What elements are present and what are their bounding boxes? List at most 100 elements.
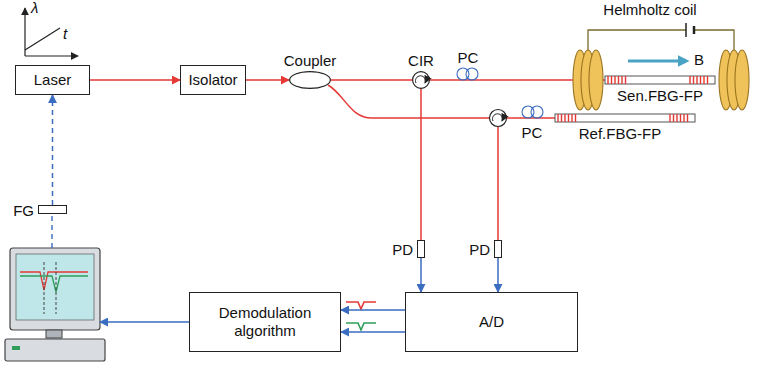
grating-line bbox=[568, 114, 569, 122]
outline bbox=[290, 72, 331, 89]
fiber-branch bbox=[328, 85, 489, 118]
grating-line bbox=[571, 114, 572, 122]
node-label: CIR bbox=[408, 52, 434, 69]
part-label: Helmholtz coil bbox=[603, 2, 696, 19]
part-label: PC bbox=[522, 125, 543, 142]
signal-dip bbox=[346, 302, 376, 309]
part-label: Sen.FBG-FP bbox=[617, 88, 703, 105]
grating-line bbox=[693, 76, 694, 84]
wire bbox=[694, 30, 734, 50]
photodetector: PD bbox=[494, 240, 502, 258]
node-outline bbox=[289, 71, 331, 89]
fiber-link bbox=[331, 79, 412, 81]
grating-line bbox=[611, 76, 612, 84]
reference-fbg-fp bbox=[555, 114, 695, 122]
part-label: B bbox=[694, 52, 704, 69]
fiber-link bbox=[90, 79, 180, 81]
time-axis bbox=[25, 55, 78, 56]
power-led bbox=[12, 346, 20, 350]
circulator-arrow bbox=[493, 114, 503, 121]
lambda-axis bbox=[24, 8, 25, 56]
pd-fiber bbox=[497, 127, 499, 240]
part-label: Ref.FBG-FP bbox=[579, 126, 662, 143]
monitor-stand bbox=[46, 330, 62, 338]
grating-line bbox=[673, 114, 674, 122]
node-outline bbox=[412, 71, 430, 89]
computer-case bbox=[5, 339, 105, 361]
part-label: PC bbox=[458, 50, 479, 67]
grating-line bbox=[561, 114, 562, 122]
computer-icon bbox=[5, 248, 105, 361]
pc-loop bbox=[466, 68, 478, 80]
grating-line bbox=[703, 76, 704, 84]
node-label: A/D bbox=[479, 313, 504, 331]
circulator-body bbox=[490, 110, 507, 127]
grating-line bbox=[683, 114, 684, 122]
algorithm-box: Demodulation algorithm bbox=[189, 292, 341, 352]
coil-wire bbox=[588, 23, 734, 50]
sweep-line bbox=[25, 28, 60, 50]
grating-line bbox=[625, 76, 626, 84]
battery-plate bbox=[693, 26, 696, 34]
node-label: Isolator bbox=[188, 71, 237, 89]
signal-dip bbox=[346, 323, 376, 330]
coil-winding bbox=[735, 50, 749, 110]
circulator-arrow bbox=[416, 76, 426, 83]
reference-circulator bbox=[490, 110, 507, 127]
monitor bbox=[10, 248, 100, 330]
grating-line bbox=[621, 76, 622, 84]
axis-label: λ bbox=[31, 0, 38, 17]
screen-marker bbox=[44, 262, 45, 314]
grating-line bbox=[618, 76, 619, 84]
grating-line bbox=[700, 76, 701, 84]
axis-label: t bbox=[63, 26, 67, 43]
signal-arrow bbox=[52, 95, 54, 205]
fiber-link bbox=[246, 79, 289, 81]
outline bbox=[413, 72, 430, 89]
signal-arrow bbox=[420, 258, 422, 292]
screen-curve bbox=[20, 276, 88, 292]
grating-line bbox=[607, 76, 608, 84]
grating-line bbox=[564, 114, 565, 122]
grating-line bbox=[689, 76, 690, 84]
grating-line bbox=[680, 114, 681, 122]
grating-line bbox=[676, 114, 677, 122]
signal-arrow bbox=[497, 258, 499, 292]
grating-line bbox=[614, 76, 615, 84]
helmholtz-coils bbox=[573, 50, 749, 110]
grating-line bbox=[696, 76, 697, 84]
screen-marker bbox=[56, 262, 57, 314]
grating-line bbox=[575, 114, 576, 122]
grating-line bbox=[687, 114, 688, 122]
grating-line bbox=[557, 114, 558, 122]
signal-arrow bbox=[341, 309, 405, 311]
grating-line bbox=[707, 76, 708, 84]
photodetector: PD bbox=[417, 240, 425, 258]
node-label: Coupler bbox=[284, 52, 337, 69]
screen bbox=[16, 254, 94, 320]
function-generator: FG bbox=[38, 205, 67, 214]
polarization-controller bbox=[522, 106, 543, 118]
fiber-link bbox=[420, 89, 422, 240]
circulator: CIR bbox=[412, 71, 430, 89]
signal-arrow bbox=[341, 331, 405, 333]
battery-plate bbox=[685, 23, 687, 37]
wire bbox=[588, 30, 686, 50]
coupler: Coupler bbox=[289, 71, 331, 89]
node-label: PD bbox=[392, 241, 413, 258]
node-label: Laser bbox=[34, 71, 72, 89]
control-line bbox=[51, 214, 52, 248]
polarization-controller bbox=[457, 68, 478, 80]
coil-winding bbox=[589, 50, 603, 110]
node-label: FG bbox=[13, 201, 34, 218]
grating-line bbox=[669, 114, 670, 122]
sensing-fbg-fp bbox=[605, 76, 715, 84]
node-label: PD bbox=[469, 241, 490, 258]
isolator-box: Isolator bbox=[180, 65, 246, 95]
laser-box: Laser bbox=[15, 65, 90, 95]
data-arrow bbox=[100, 321, 190, 323]
node-label: Demodulation algorithm bbox=[197, 304, 333, 340]
